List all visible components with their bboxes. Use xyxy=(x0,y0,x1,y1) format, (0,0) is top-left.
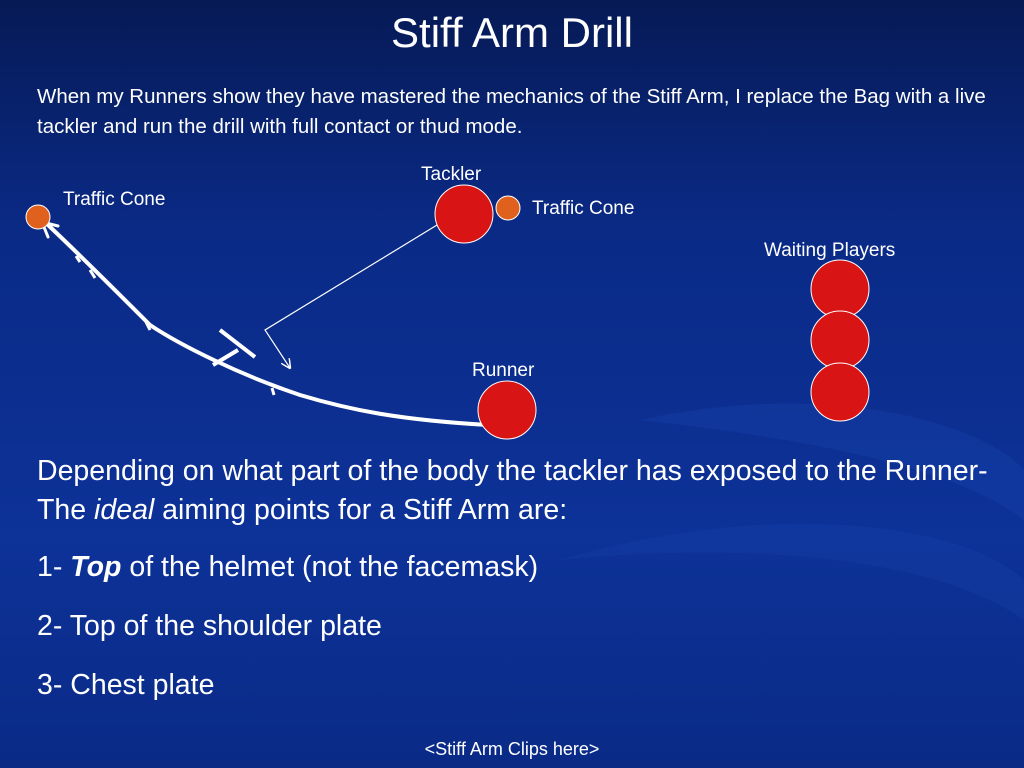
label-tackler: Tackler xyxy=(421,164,482,185)
label-waiting-players: Waiting Players xyxy=(764,240,895,261)
aiming-points-intro: Depending on what part of the body the t… xyxy=(37,452,1007,530)
label-runner: Runner xyxy=(472,360,535,381)
item-1-rest: of the helmet (not the facemask) xyxy=(121,551,539,583)
intro-part-2: aiming points for a Stiff Arm are: xyxy=(154,494,568,526)
label-traffic-cone-left: Traffic Cone xyxy=(63,189,165,210)
stiff-arm-stem xyxy=(211,348,240,367)
item-1-prefix: 1- xyxy=(37,551,71,583)
tackler-player xyxy=(434,184,494,244)
label-traffic-cone-right: Traffic Cone xyxy=(532,198,634,219)
aiming-point-2: 2- Top of the shoulder plate xyxy=(37,610,382,642)
slide-title: Stiff Arm Drill xyxy=(391,9,633,56)
aiming-points-text: Depending on what part of the body the t… xyxy=(37,452,1007,725)
runner-path xyxy=(46,223,490,427)
intro-part-1: Depending on what part of the body the t… xyxy=(37,455,988,526)
clips-link[interactable]: <Stiff Arm Clips here> xyxy=(424,739,600,759)
waiting-player xyxy=(810,310,870,370)
ideal-emphasis: ideal xyxy=(94,494,155,526)
traffic-cone-left xyxy=(25,204,51,230)
path-tick xyxy=(88,269,97,279)
waiting-player xyxy=(810,259,870,319)
item-1-emphasis: Top xyxy=(70,551,122,583)
traffic-cone-right xyxy=(495,195,521,221)
path-tick xyxy=(270,387,276,396)
aiming-point-3: 3- Chest plate xyxy=(37,669,215,701)
waiting-player xyxy=(810,362,870,422)
stiff-arm-bar xyxy=(218,328,257,359)
intro-text: When my Runners show they have mastered … xyxy=(37,85,986,138)
path-tick xyxy=(144,321,152,331)
tackler-path xyxy=(264,224,438,368)
runner-player xyxy=(477,380,537,440)
aiming-point-1: 1- Top of the helmet (not the facemask) xyxy=(37,548,1007,587)
path-tick xyxy=(74,255,82,263)
